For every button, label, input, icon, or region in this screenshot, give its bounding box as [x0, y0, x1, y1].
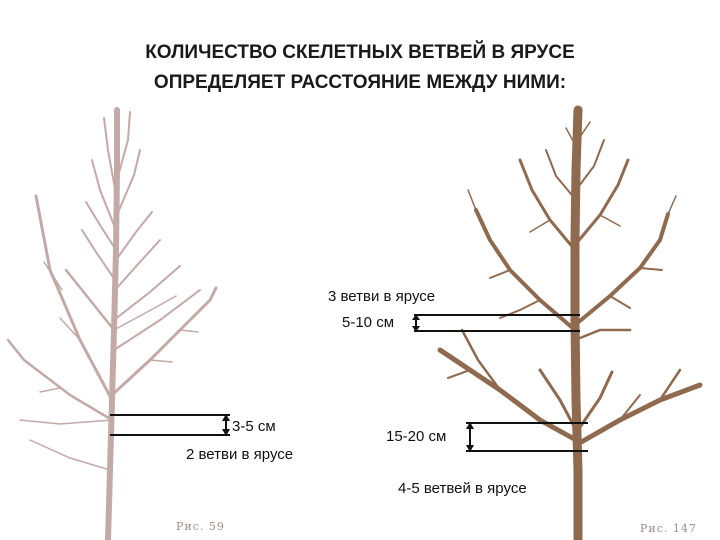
right-upper-double-arrow-heads [412, 314, 420, 332]
right-upper-distance-label: 5-10 см [342, 314, 395, 331]
left-figure-caption: Рис. 59 [176, 520, 225, 533]
right-upper-branches-label: 3 ветви в ярусе [328, 288, 436, 305]
left-tier-marker [110, 414, 230, 436]
left-branches-label: 2 ветви в ярусе [186, 446, 294, 463]
right-lower-double-arrow-heads [466, 422, 474, 452]
left-distance-label: 3-5 см [232, 418, 276, 435]
right-lower-distance-label: 15-20 см [386, 428, 447, 445]
right-lower-branches-label: 4-5 ветвей в ярусе [398, 480, 527, 497]
slide-title: КОЛИЧЕСТВО СКЕЛЕТНЫХ ВЕТВЕЙ В ЯРУСЕ ОПРЕ… [0, 38, 720, 98]
mature-tree-drawing [437, 105, 703, 540]
title-line-2: ОПРЕДЕЛЯЕТ РАССТОЯНИЕ МЕЖДУ НИМИ: [153, 72, 567, 93]
young-tree-drawing [6, 107, 218, 540]
right-lower-tier-marker [466, 422, 588, 452]
title-line-1: КОЛИЧЕСТВО СКЕЛЕТНЫХ ВЕТВЕЙ В ЯРУСЕ [145, 42, 575, 63]
left-double-arrow-heads [222, 414, 230, 436]
right-upper-tier-marker [412, 314, 580, 332]
right-figure-caption: Рис. 147 [640, 522, 697, 535]
